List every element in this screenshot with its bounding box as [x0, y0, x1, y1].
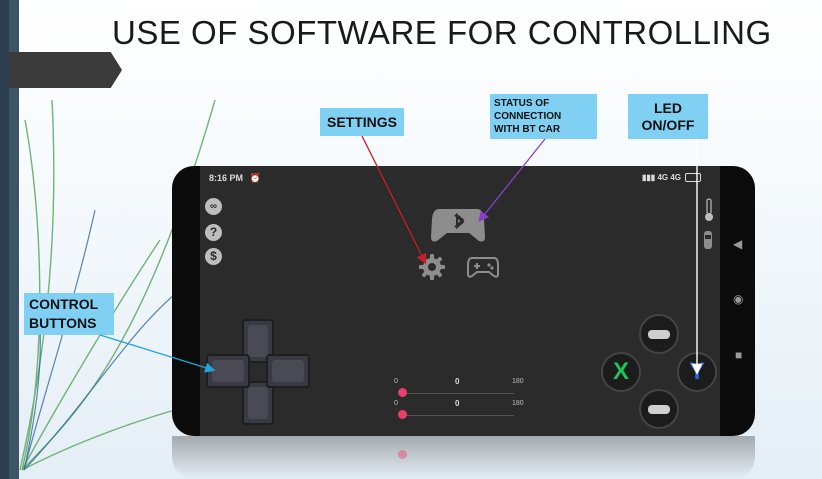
slider-1-thumb[interactable]	[398, 388, 407, 397]
led-callout: LED ON/OFF	[628, 94, 708, 139]
slider-1-track[interactable]	[404, 393, 514, 394]
dpad-down-button[interactable]	[242, 381, 274, 425]
slider-1-min: 0	[394, 378, 398, 385]
slider-2-value: 0	[455, 399, 460, 408]
dpad-right-button[interactable]	[266, 354, 310, 388]
gamepad-icon[interactable]	[467, 255, 499, 279]
signal-icon: ▮▮▮	[642, 173, 656, 182]
back-triangle-icon[interactable]: ◀	[733, 237, 743, 251]
car-light-icon[interactable]	[701, 229, 715, 251]
title-arrow-shape	[9, 52, 122, 88]
status-bar-network: ▮▮▮ 4G 4G	[642, 173, 702, 183]
slider-2-track[interactable]	[404, 415, 514, 416]
slider-1-max: 180	[512, 378, 524, 385]
battery-icon	[685, 173, 702, 183]
slider-2-min: 0	[394, 400, 398, 407]
car-front-button-bottom[interactable]	[639, 389, 679, 429]
settings-arrow	[361, 135, 427, 265]
control-arrow	[99, 334, 216, 373]
home-circle-icon[interactable]: ◉	[733, 292, 744, 306]
phone-reflection	[172, 436, 755, 479]
slider-2-thumb[interactable]	[398, 410, 407, 419]
control-buttons-callout: CONTROL BUTTONS	[24, 293, 114, 335]
recents-square-icon[interactable]: ■	[735, 348, 743, 362]
left-decorative-bar-inner	[9, 0, 19, 479]
arduino-icon[interactable]: ∞	[205, 198, 222, 215]
car-icon	[648, 330, 670, 340]
slider-2-max: 180	[512, 400, 524, 407]
alarm-icon: ⏰	[249, 173, 261, 183]
dpad-left-button[interactable]	[206, 354, 250, 388]
settings-gear-icon[interactable]	[418, 253, 446, 281]
settings-callout: SETTINGS	[320, 108, 404, 136]
slider-1-value: 0	[455, 377, 460, 386]
connection-status-callout: STATUS OF CONNECTION WITH BT CAR	[490, 94, 597, 139]
status-arrow	[478, 138, 546, 223]
status-bar-time: 8:16 PM ⏰	[209, 173, 261, 183]
car-icon	[648, 405, 670, 415]
bluetooth-gamepad-icon	[431, 209, 485, 242]
help-icon[interactable]: ?	[205, 224, 222, 241]
slide-title: USE OF SOFTWARE FOR CONTROLLING	[112, 14, 772, 51]
dollar-icon[interactable]: $	[205, 248, 222, 265]
thermometer-icon	[705, 198, 713, 221]
car-front-button-top[interactable]	[639, 314, 679, 354]
left-decorative-bar	[0, 0, 9, 479]
slider-thumb-reflection	[398, 450, 407, 459]
x-button[interactable]: X	[601, 352, 641, 392]
